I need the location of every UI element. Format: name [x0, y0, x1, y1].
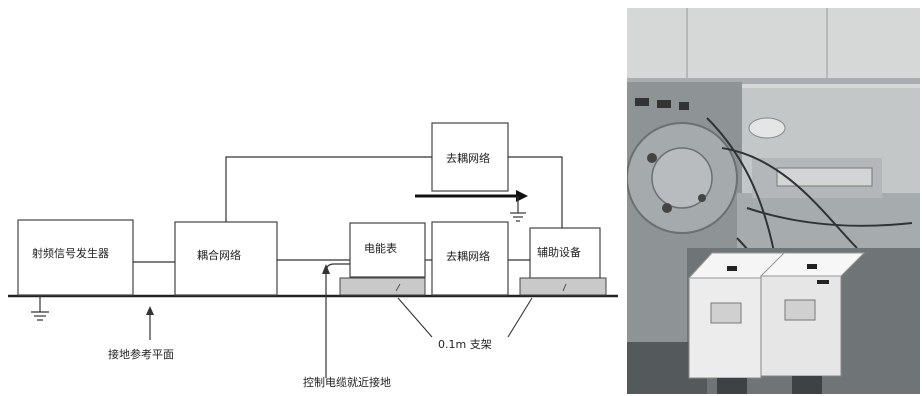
plane-arrow-head — [146, 306, 154, 315]
auxiliary-equipment-label: 辅助设备 — [537, 246, 581, 259]
decoupling-network-bottom-box — [431, 221, 509, 296]
decoupling-network-top-label: 去耦网络 — [446, 152, 490, 165]
decoupling-network-bottom-label: 去耦网络 — [446, 250, 490, 263]
test-setup-diagram — [8, 122, 618, 378]
coupling-network-box — [174, 221, 278, 296]
auxiliary-equipment-box — [529, 227, 601, 279]
meter-bracket-mark — [395, 283, 401, 292]
coupling-to-top-decoupling-wire — [225, 156, 432, 222]
top-decoupling-to-aux-wire — [508, 156, 563, 228]
meter-box — [349, 222, 426, 278]
test-bench-photo — [627, 8, 920, 394]
flow-arrow-head — [516, 190, 528, 202]
rf-generator-box — [17, 219, 134, 296]
bracket-label: 0.1m 支架 — [438, 338, 492, 351]
ground-reference-plane-label: 接地参考平面 — [108, 348, 174, 361]
control-cable-ground-label: 控制电缆就近接地 — [303, 376, 391, 389]
bracket-leader-left — [397, 297, 433, 338]
rf-generator-label: 射频信号发生器 — [32, 247, 109, 260]
aux-bracket — [519, 277, 607, 296]
bracket-leader-right — [507, 297, 533, 338]
meter-bracket — [339, 277, 426, 296]
aux-bracket-mark — [562, 283, 567, 292]
coupling-network-label: 耦合网络 — [197, 249, 241, 262]
meter-label: 电能表 — [364, 242, 397, 255]
control-cable-arrow-head — [322, 264, 330, 274]
